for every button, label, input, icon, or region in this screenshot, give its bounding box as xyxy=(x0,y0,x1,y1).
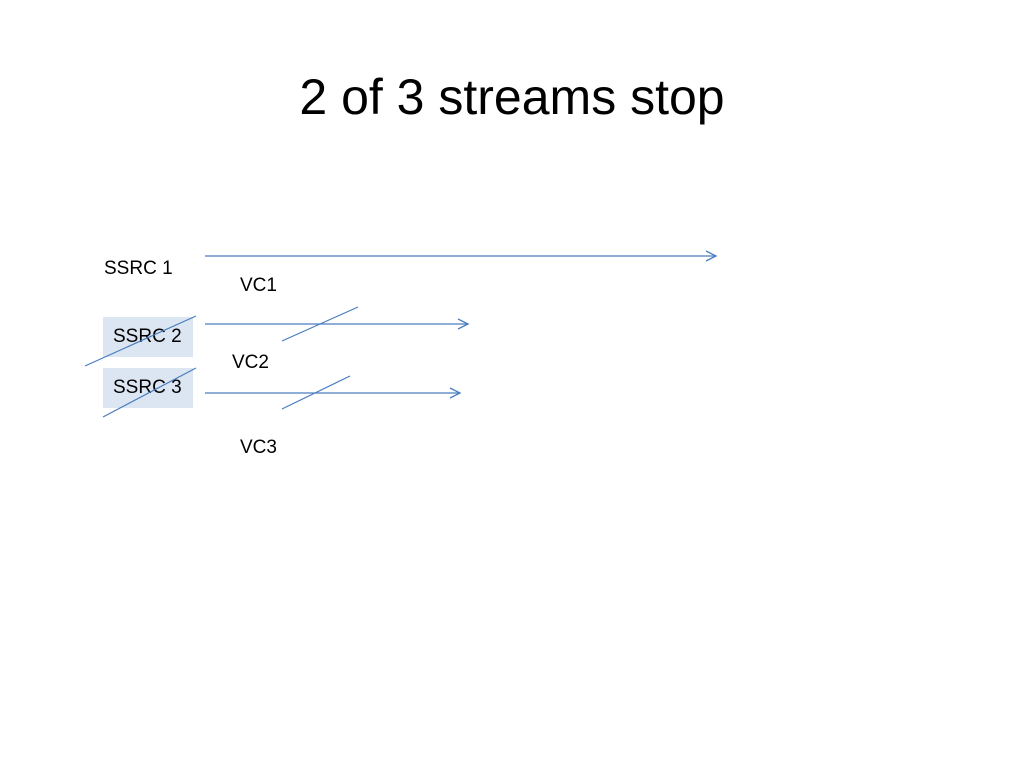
stream-arrow-3 xyxy=(205,387,462,399)
stream-arrow-1 xyxy=(205,250,718,262)
strike-mark-stream-2 xyxy=(281,306,359,342)
source-label-ssrc-3: SSRC 3 xyxy=(103,368,193,408)
source-label-ssrc-2: SSRC 2 xyxy=(103,317,193,357)
source-label-ssrc-1: SSRC 1 xyxy=(104,258,173,279)
channel-label-vc3: VC3 xyxy=(240,437,277,458)
slide-title: 2 of 3 streams stop xyxy=(299,69,725,125)
stream-arrow-2 xyxy=(205,318,470,330)
channel-label-vc2: VC2 xyxy=(232,352,269,373)
channel-label-vc1: VC1 xyxy=(240,275,277,296)
strike-mark-stream-3 xyxy=(281,375,351,410)
